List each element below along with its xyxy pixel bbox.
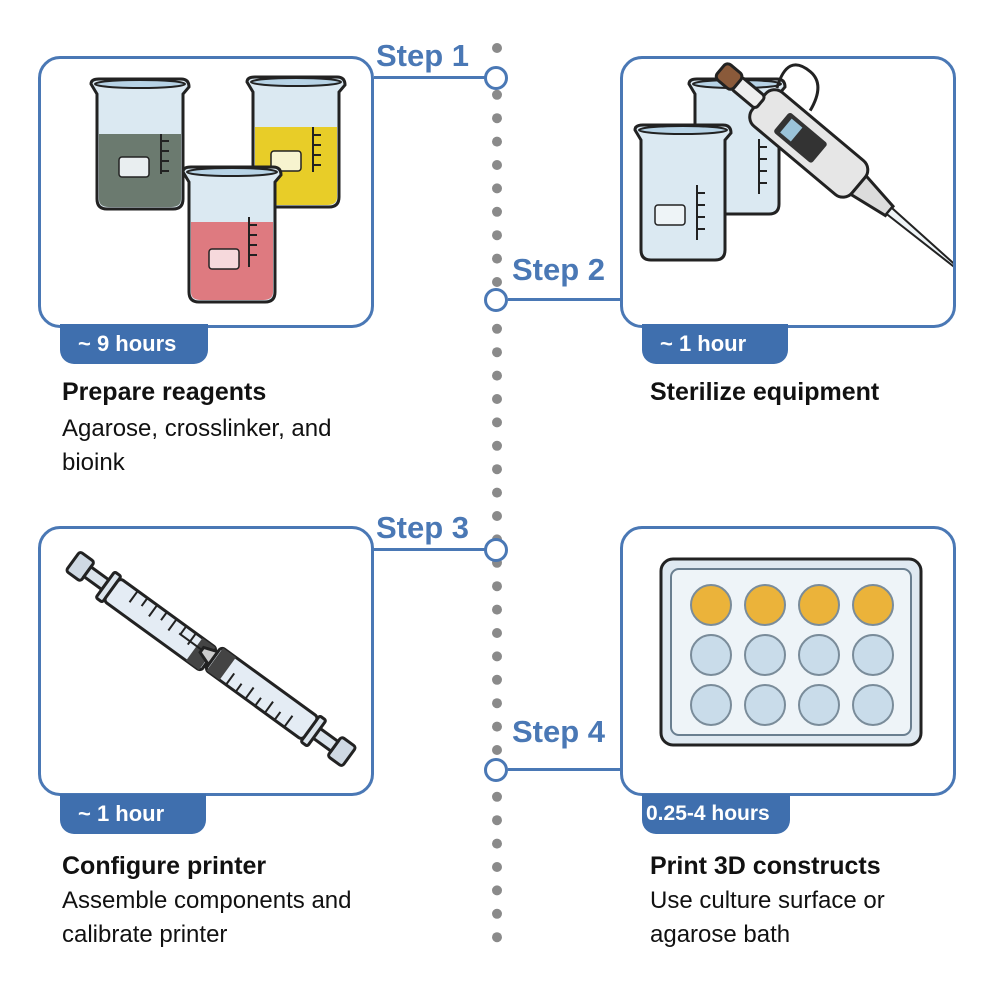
step-1-connector bbox=[374, 76, 486, 79]
timeline-dot bbox=[492, 581, 502, 592]
timeline-dot bbox=[492, 674, 502, 685]
pipette-icon bbox=[633, 62, 953, 271]
step-1-card bbox=[38, 56, 374, 328]
timeline-dot bbox=[492, 745, 502, 755]
timeline-dot bbox=[492, 394, 502, 404]
timeline-dot bbox=[492, 89, 502, 100]
timeline-dot bbox=[492, 440, 502, 451]
well bbox=[744, 634, 786, 676]
step-4-card bbox=[620, 526, 956, 796]
timeline-dot bbox=[492, 604, 502, 615]
step-3-title: Configure printer bbox=[62, 852, 267, 880]
well-plate-icon bbox=[659, 557, 923, 747]
timeline-dot bbox=[492, 511, 502, 521]
step-4-node bbox=[484, 758, 508, 782]
step-1-title: Prepare reagents bbox=[62, 378, 267, 406]
timeline-dot bbox=[492, 230, 502, 241]
step-2-label: Step 2 bbox=[512, 252, 606, 287]
well bbox=[852, 634, 894, 676]
step-3-description: Assemble components and calibrate printe… bbox=[62, 887, 352, 948]
step-2-connector bbox=[508, 298, 620, 301]
timeline-dot bbox=[492, 651, 502, 662]
timeline-dot bbox=[492, 838, 502, 849]
timeline-dot bbox=[492, 347, 502, 358]
timeline-dot bbox=[492, 908, 502, 919]
well bbox=[744, 584, 786, 626]
step-2-duration-badge: ~ 1 hour bbox=[642, 324, 788, 364]
step-1-description: Agarose, crosslinker, and bioink bbox=[62, 415, 332, 476]
timeline-dot bbox=[492, 885, 502, 896]
step-3-connector bbox=[374, 548, 486, 551]
well bbox=[690, 634, 732, 676]
timeline-dot bbox=[492, 183, 502, 194]
timeline-dot bbox=[492, 113, 502, 124]
timeline-dot bbox=[492, 932, 502, 943]
well bbox=[852, 684, 894, 726]
well bbox=[798, 634, 840, 676]
well bbox=[852, 584, 894, 626]
timeline-dot bbox=[492, 323, 502, 334]
step-4-duration-badge: 0.25-4 hours bbox=[642, 794, 790, 834]
timeline-dot bbox=[492, 862, 502, 872]
timeline-dot bbox=[492, 487, 502, 498]
step-2-title: Sterilize equipment bbox=[650, 378, 880, 406]
timeline-dot bbox=[492, 417, 502, 428]
timeline-dot bbox=[492, 721, 502, 732]
step-2-node bbox=[484, 288, 508, 312]
timeline-dot bbox=[492, 160, 502, 170]
timeline-dot bbox=[492, 136, 502, 147]
timeline-dot bbox=[492, 277, 502, 287]
step-1-label: Step 1 bbox=[376, 38, 470, 73]
syringes-icon bbox=[65, 551, 357, 767]
well bbox=[744, 684, 786, 726]
timeline-dot bbox=[492, 628, 502, 638]
step-1-node bbox=[484, 66, 508, 90]
step-3-label: Step 3 bbox=[376, 510, 470, 545]
timeline-dot bbox=[492, 206, 502, 217]
step-4-description: Use culture surface or agarose bath bbox=[650, 887, 885, 948]
step-3-card bbox=[38, 526, 374, 796]
timeline-dot bbox=[492, 370, 502, 381]
well bbox=[690, 584, 732, 626]
step-3-node bbox=[484, 538, 508, 562]
step-2-card bbox=[620, 56, 956, 328]
timeline-dot bbox=[492, 253, 502, 264]
well bbox=[690, 684, 732, 726]
step-4-title: Print 3D constructs bbox=[650, 852, 881, 880]
timeline bbox=[492, 43, 502, 943]
timeline-dot bbox=[492, 791, 502, 802]
timeline-dot bbox=[492, 43, 502, 53]
step-4-label: Step 4 bbox=[512, 714, 606, 749]
well bbox=[798, 684, 840, 726]
step-3-duration-badge: ~ 1 hour bbox=[60, 794, 206, 834]
step-4-connector bbox=[508, 768, 620, 771]
well bbox=[798, 584, 840, 626]
timeline-dot bbox=[492, 464, 502, 475]
timeline-dot bbox=[492, 698, 502, 709]
timeline-dot bbox=[492, 815, 502, 826]
step-1-duration-badge: ~ 9 hours bbox=[60, 324, 208, 364]
beakers-icon bbox=[89, 75, 347, 304]
